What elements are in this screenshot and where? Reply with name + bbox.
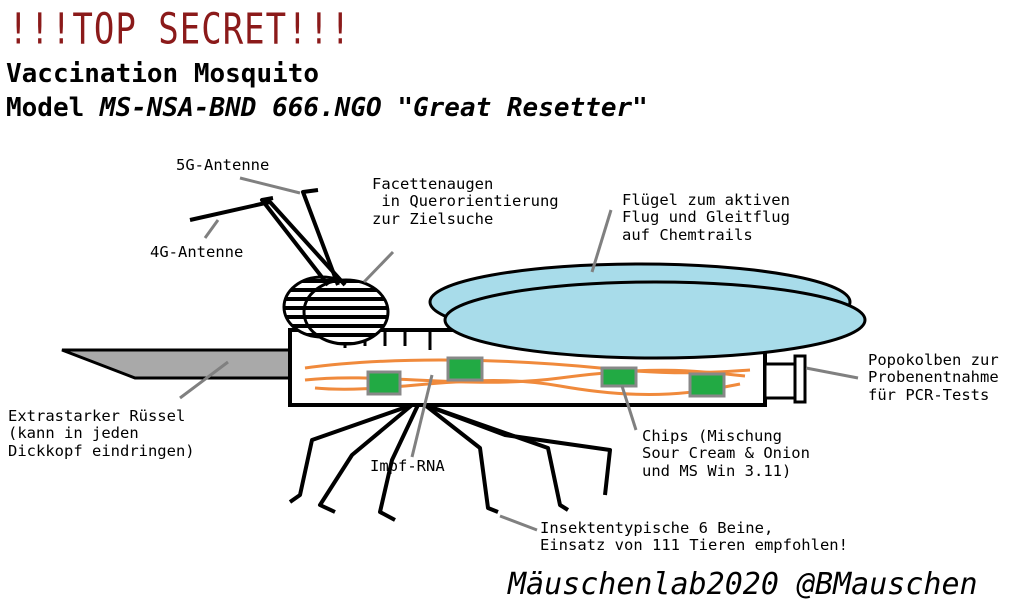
chips bbox=[366, 356, 726, 398]
antenna-5g bbox=[301, 188, 340, 286]
leg-1 bbox=[288, 403, 413, 504]
label-5g-antenne: 5G-Antenne bbox=[176, 156, 270, 174]
subtitle-line-2: Model MS-NSA-BND 666.NGO "Great Resetter… bbox=[6, 93, 648, 123]
pointer-chips bbox=[620, 385, 638, 431]
leg-6 bbox=[424, 403, 570, 512]
antennas bbox=[189, 188, 347, 287]
chip-4 bbox=[688, 372, 726, 398]
leg-3 bbox=[378, 404, 420, 522]
wing-front bbox=[443, 280, 867, 360]
chip-1 bbox=[366, 370, 402, 396]
model-prefix: Model bbox=[6, 93, 100, 123]
chip-2 bbox=[446, 356, 484, 382]
leg-4 bbox=[424, 403, 612, 496]
label-impf-rna: Impf-RNA bbox=[370, 457, 445, 475]
pointer-eyes bbox=[362, 250, 395, 284]
antenna-4g bbox=[189, 200, 347, 287]
leg-2 bbox=[318, 403, 414, 514]
piston bbox=[763, 354, 807, 404]
pointer-wings bbox=[590, 209, 613, 273]
subtitle-line-1: Vaccination Mosquito bbox=[6, 59, 320, 89]
pointer-proboscis bbox=[179, 360, 229, 400]
label-beine: Insektentypische 6 Beine, Einsatz von 11… bbox=[540, 519, 848, 555]
eye-right bbox=[302, 278, 390, 346]
label-ruessel: Extrastarker Rüssel (kann in jeden Dickk… bbox=[8, 407, 195, 460]
label-popokolben: Popokolben zur Probenentnahme für PCR-Te… bbox=[868, 351, 999, 404]
top-secret-title: !!!TOP SECRET!!! bbox=[8, 4, 352, 55]
proboscis bbox=[61, 348, 294, 380]
chip-3 bbox=[600, 366, 638, 388]
pointer-legs bbox=[499, 514, 538, 532]
credit-footer: Mäuschenlab2020 @BMauschen bbox=[508, 567, 978, 602]
pointer-4g bbox=[203, 219, 220, 239]
label-chips: Chips (Mischung Sour Cream & Onion und M… bbox=[642, 427, 810, 480]
leg-5 bbox=[423, 403, 499, 514]
pointer-5g bbox=[239, 176, 301, 195]
pointer-lines bbox=[179, 176, 859, 532]
pointer-rna bbox=[410, 374, 434, 458]
label-facettenaugen: Facettenaugen in Querorientierung zur Zi… bbox=[372, 175, 559, 228]
antenna-extra bbox=[260, 196, 330, 287]
model-name: MS-NSA-BND 666.NGO "Great Resetter" bbox=[99, 93, 648, 123]
legs bbox=[288, 403, 612, 522]
label-fluegel: Flügel zum aktiven Flug und Gleitflug au… bbox=[622, 191, 790, 244]
pointer-piston bbox=[805, 366, 859, 380]
label-4g-antenne: 4G-Antenne bbox=[150, 243, 244, 261]
